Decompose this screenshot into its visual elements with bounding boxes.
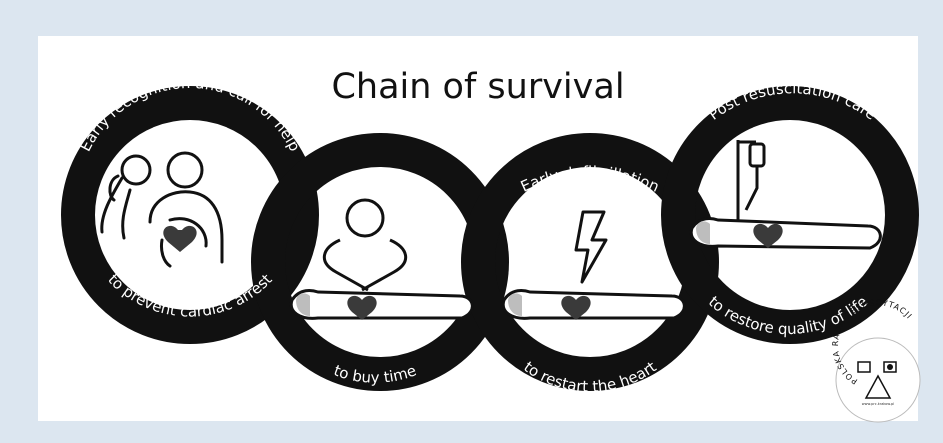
logo-square-icon (857, 361, 871, 373)
logo-triangle-icon (864, 374, 892, 399)
phone-call-icon (100, 151, 224, 268)
chain-link-1 (61, 86, 319, 344)
heart-icon (163, 225, 197, 252)
heart-icon (347, 295, 377, 320)
lightning-icon (574, 210, 608, 284)
cpr-icon (323, 198, 407, 292)
logo-eye-icon (883, 361, 897, 373)
iv-drip-icon (736, 140, 766, 225)
patient-icon-2 (289, 288, 474, 320)
diagram-title: Chain of survival (331, 67, 624, 107)
link-2-top-label: Early CPR (341, 178, 419, 200)
heart-icon (753, 223, 783, 248)
logo-small-text: www.prc.krakow.pl (862, 402, 895, 406)
chain-link-4 (661, 86, 919, 344)
patient-icon-3 (501, 288, 686, 320)
heart-icon (561, 295, 591, 320)
chain-rings (61, 86, 919, 391)
patient-icon-4 (689, 216, 882, 250)
